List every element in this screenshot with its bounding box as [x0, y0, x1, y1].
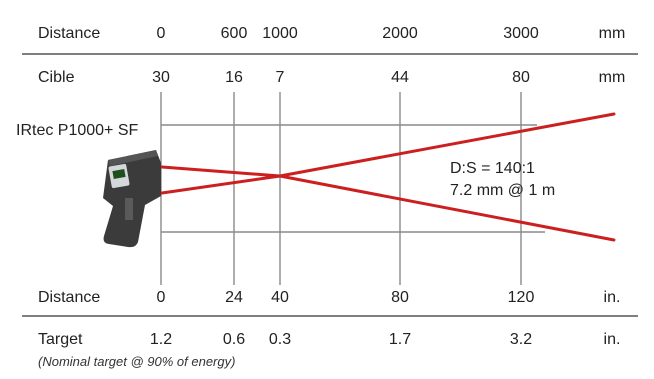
- distance-in-value: 120: [508, 289, 535, 306]
- distance-mm-unit: mm: [599, 25, 626, 42]
- target-in-label: Target: [38, 331, 83, 348]
- target-in-value: 1.2: [150, 331, 172, 348]
- target-mm-value: 44: [391, 69, 409, 86]
- target-mm-value: 16: [225, 69, 243, 86]
- target-in-value: 3.2: [510, 331, 532, 348]
- distance-mm-value: 600: [221, 25, 248, 42]
- distance-mm-value: 1000: [262, 25, 298, 42]
- target-in-value: 0.6: [223, 331, 245, 348]
- beam: [160, 112, 616, 242]
- target-mm-value: 30: [152, 69, 170, 86]
- distance-in-unit: in.: [604, 289, 621, 306]
- distance-in-label: Distance: [38, 289, 100, 306]
- target-mm-label: Cible: [38, 69, 75, 86]
- distance-mm-value: 0: [157, 25, 166, 42]
- ratio-annotation: D:S = 140:1: [450, 160, 535, 177]
- distance-mm-value: 3000: [503, 25, 539, 42]
- distance-in-value: 24: [225, 289, 243, 306]
- target-mm-value: 7: [276, 69, 285, 86]
- energy-note: (Nominal target @ 90% of energy): [38, 354, 235, 369]
- beam-upper-diverging: [278, 112, 616, 178]
- device-name: IRtec P1000+ SF: [16, 122, 139, 139]
- distance-in-value: 40: [271, 289, 289, 306]
- target-in-value: 1.7: [389, 331, 411, 348]
- beam-bottom-converging: [160, 174, 282, 195]
- distance-mm-value: 2000: [382, 25, 418, 42]
- target-mm-value: 80: [512, 69, 530, 86]
- distance-in-value: 0: [157, 289, 166, 306]
- grid: [160, 92, 545, 285]
- target-in-unit: in.: [604, 331, 621, 348]
- target-in-value: 0.3: [269, 331, 291, 348]
- distance-in-value: 80: [391, 289, 409, 306]
- beam-lower-diverging: [278, 174, 616, 242]
- target-mm-unit: mm: [599, 69, 626, 86]
- spot-annotation: 7.2 mm @ 1 m: [450, 182, 555, 199]
- infrared-thermometer-icon: [103, 150, 161, 248]
- distance-mm-label: Distance: [38, 25, 100, 42]
- beam-top-converging: [160, 165, 282, 178]
